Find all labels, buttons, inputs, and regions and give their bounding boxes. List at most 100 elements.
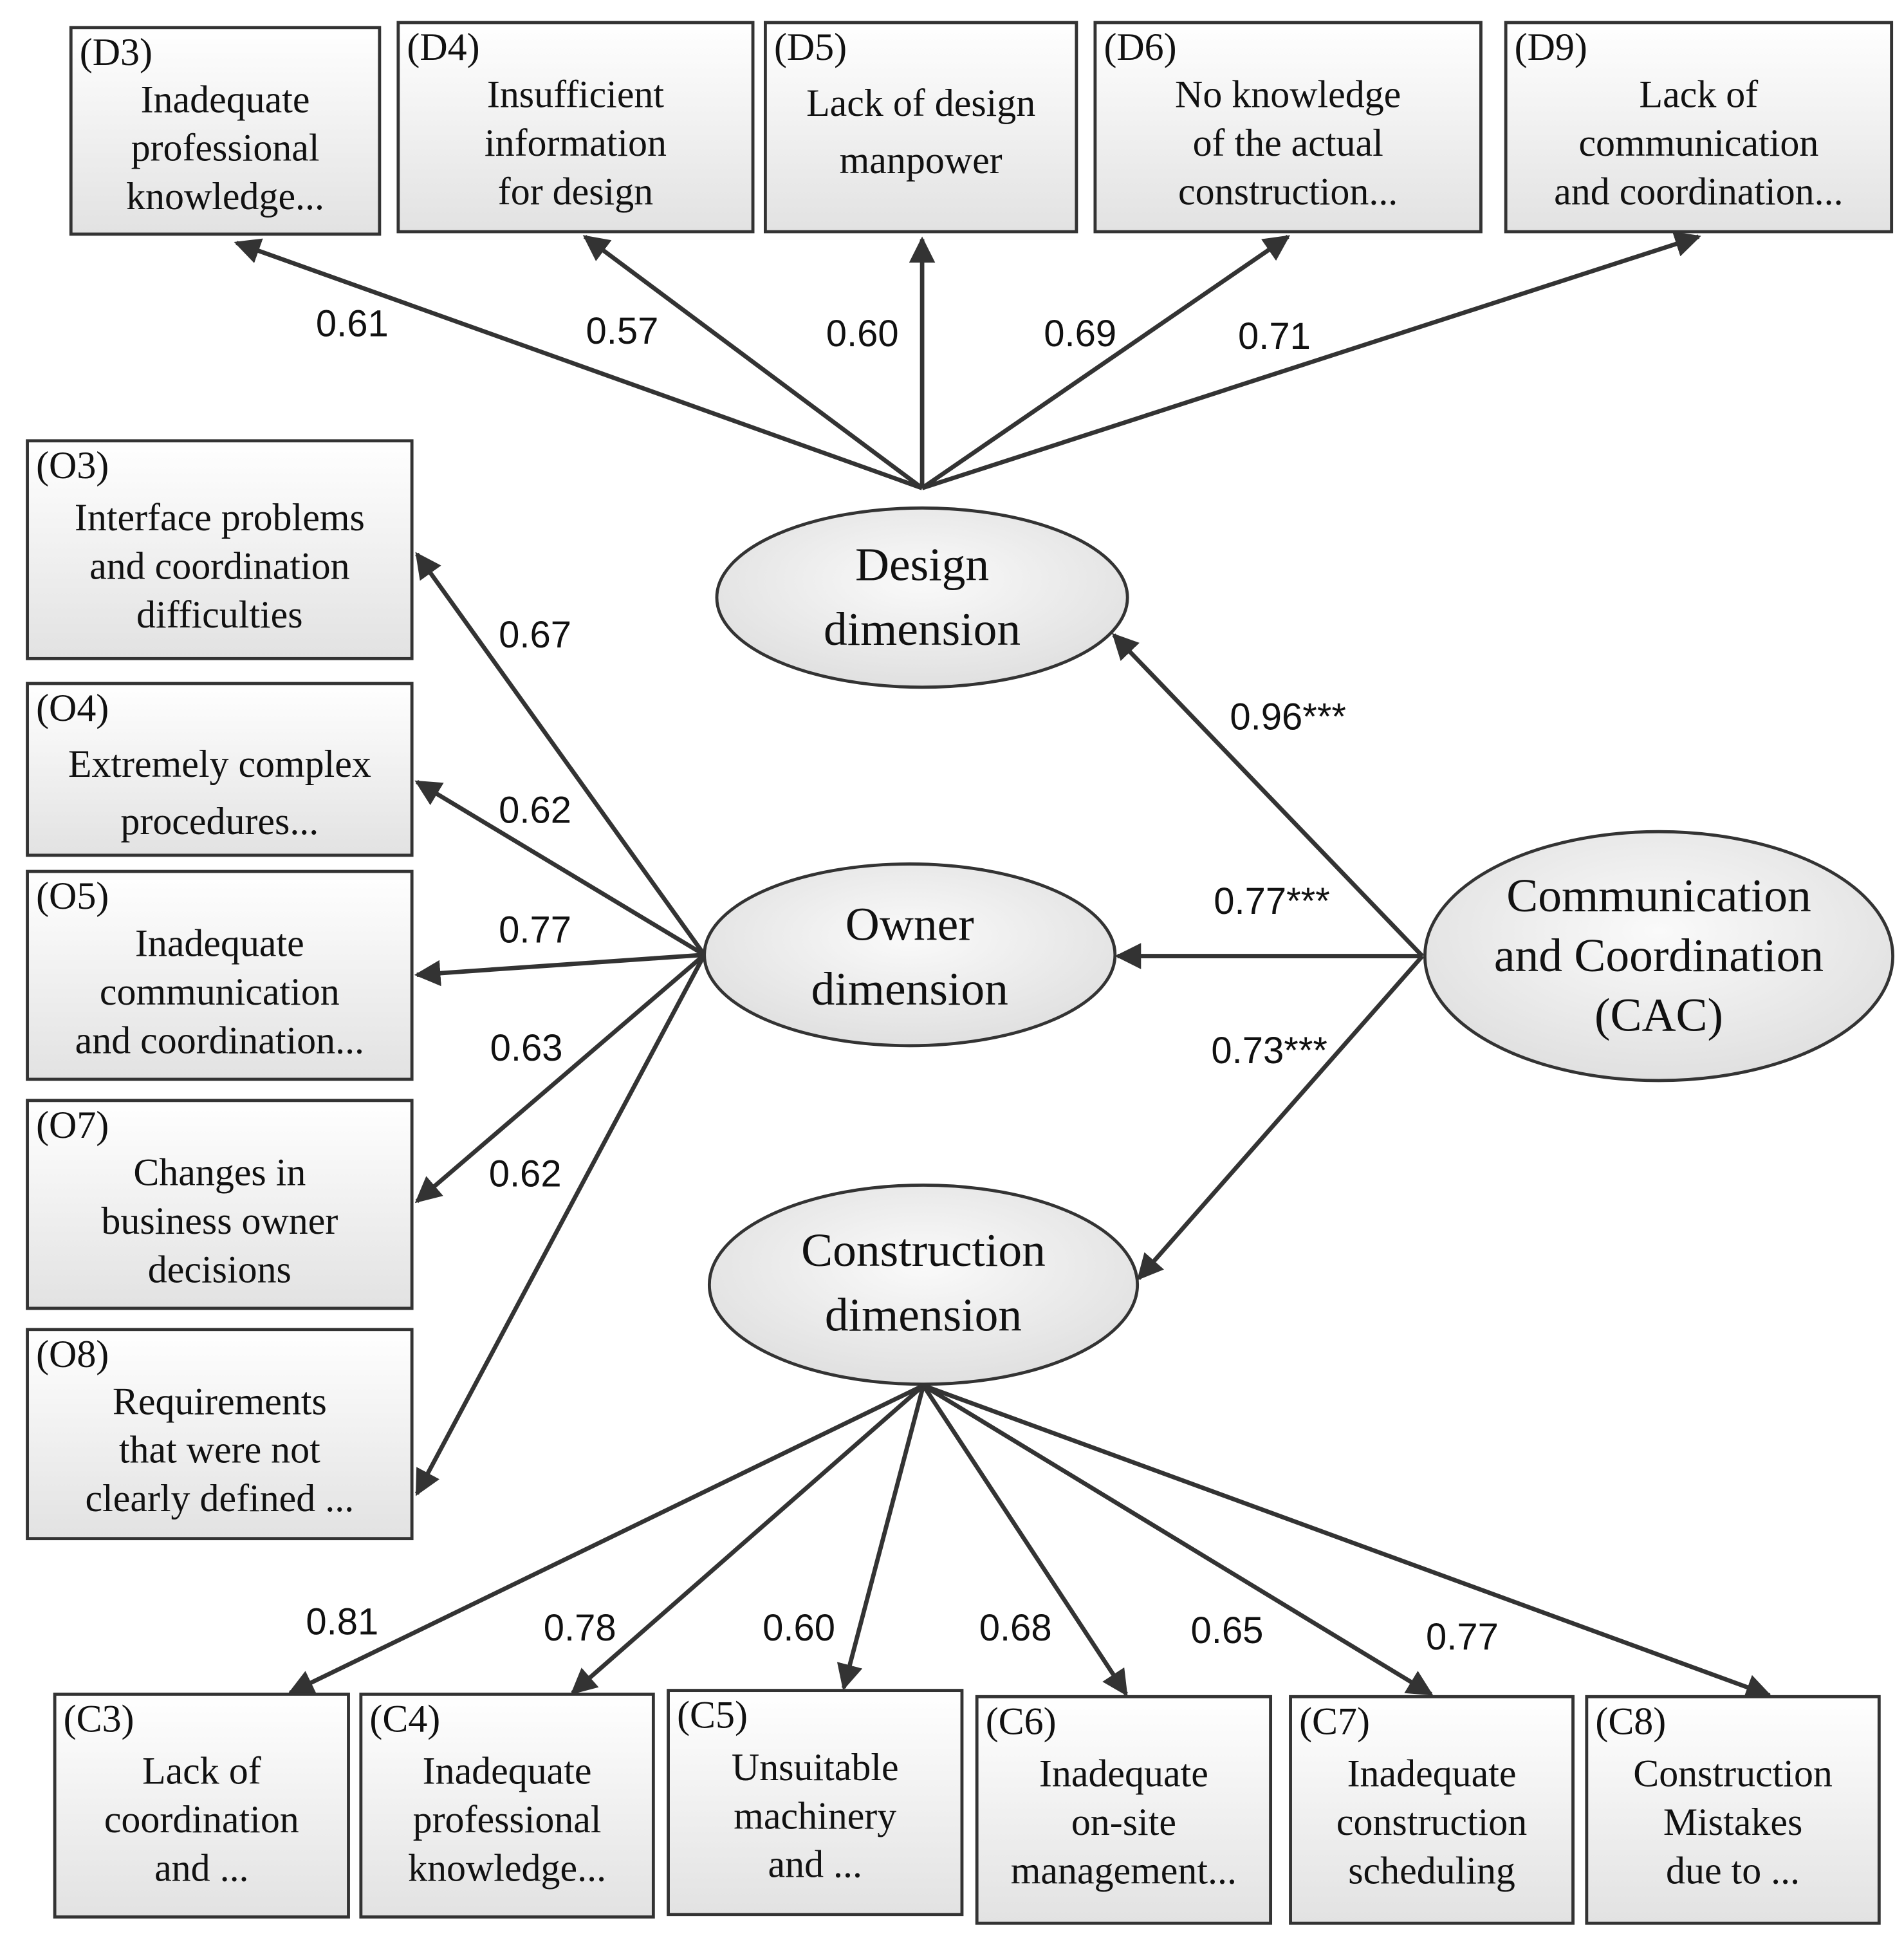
indicator-text: Inadequate [1039,1752,1208,1795]
indicator-box [1585,1695,1881,1925]
indicator-text: Lack of design [806,82,1035,124]
indicator-o: (O4)Extremely complexprocedures... [26,682,414,857]
indicator-id: (C5) [677,1694,748,1736]
indicator-text: and coordination [89,545,349,588]
latent-label: dimension [825,1289,1022,1341]
loading-arrow [414,954,707,1496]
loading-label: 0.69 [1044,313,1116,355]
indicator-text: information [485,122,667,164]
indicator-c: (C5)Unsuitablemachineryand ... [667,1689,964,1917]
latent-ellipse [1423,830,1895,1083]
indicator-text: and coordination... [1554,170,1843,212]
indicator-o: (O8)Requirements that were not clearly def… [26,1328,414,1541]
loading-label: 0.71 [1238,315,1311,357]
loading-label: 0.60 [763,1607,835,1649]
indicator-text: machinery [734,1794,896,1837]
loading-arrow [922,1383,1434,1696]
indicator-text: knowledge... [126,175,324,218]
indicator-text: Construction [1633,1752,1833,1795]
indicator-box [763,21,1078,234]
indicator-id: (O3) [36,444,109,487]
loading-label: 0.78 [544,1607,616,1649]
indicator-box [1289,1695,1575,1925]
indicator-id: (D6) [1104,26,1176,68]
loading-label: 0.60 [826,313,899,355]
latent-label: Communication [1506,869,1811,922]
indicator-box [53,1692,350,1919]
indicator-text: construction [1336,1801,1527,1843]
path-coefficient: 0.96*** [1230,696,1346,738]
indicator-text: Changes in [133,1151,306,1193]
indicator-text: clearly defined ... [85,1477,354,1520]
loading-arrow [570,1384,925,1695]
indicator-text: communication [100,971,340,1013]
loading-label: 0.63 [490,1027,563,1069]
loading-arrow [234,238,923,490]
indicator-o: (O7) Changes in business owner decisions [26,1099,414,1310]
indicator-box [975,1695,1273,1925]
indicator-text: No knowledge [1175,73,1401,116]
indicator-text: Requirements [113,1380,327,1422]
indicator-text: management... [1011,1849,1237,1892]
indicator-text: Insufficient [487,73,665,116]
loading-label: 0.81 [306,1601,378,1643]
latent-label: and Coordination [1494,929,1824,981]
indicator-box [69,26,382,236]
indicator-box [26,1099,414,1310]
indicator-text: Lack of [142,1750,261,1792]
latent-label: (CAC) [1594,989,1723,1041]
loading-arrow [921,234,1291,490]
indicator-text: that were not [119,1429,320,1471]
latent-ellipse [707,1183,1140,1386]
indicator-text: Inadequate [141,78,310,120]
loading-arrow [921,1384,1129,1696]
indicator-text: business owner [101,1200,338,1242]
latent-label: Design [855,538,989,590]
indicator-id: (O4) [36,687,109,729]
indicator-c: (C3)Lack ofcoordinationand ... [53,1692,350,1919]
cac-ellipse: Communication and Coordination (CAC) [1423,830,1895,1083]
indicator-id: (O8) [36,1333,109,1375]
indicator-c: (C6) Inadequate on-site management... [975,1695,1273,1925]
indicator-c: (C7) Inadequate construction scheduling [1289,1695,1575,1925]
loading-label: 0.61 [316,302,389,344]
latent-ellipse [703,862,1117,1048]
indicator-text: and ... [154,1847,248,1890]
indicator-text: for design [498,170,653,212]
indicator-box [1093,21,1483,234]
indicator-text: decisions [148,1248,291,1290]
path-coefficient: 0.77*** [1214,880,1330,922]
indicator-box [396,21,755,234]
indicator-box [26,682,414,857]
indicator-text: professional [413,1798,602,1841]
indicator-text: scheduling [1348,1849,1515,1892]
indicator-box [359,1692,655,1919]
indicator-d: (D6) No knowledge of the actual constructio… [1093,21,1483,234]
indicator-box [26,439,414,660]
indicator-text: of the actual [1193,122,1383,164]
indicator-id: (D3) [80,31,153,73]
indicator-text: and coordination... [75,1019,364,1061]
loading-label: 0.62 [489,1153,562,1194]
indicator-id: (O7) [36,1104,109,1146]
indicator-text: construction... [1178,170,1398,212]
indicator-id: (D9) [1515,26,1587,68]
indicator-text: coordination [104,1798,299,1841]
indicator-id: (O5) [36,875,109,917]
indicator-box [26,1328,414,1541]
indicator-text: on-site [1071,1801,1176,1843]
indicator-text: Inadequate [1347,1752,1517,1795]
loading-arrow [836,1384,926,1691]
indicator-id: (C7) [1299,1700,1370,1742]
indicator-id: (C6) [986,1700,1057,1742]
indicator-text: Extremely complex [68,743,371,785]
indicator-d: (D3)Inadequateprofessionalknowledge... [69,26,382,236]
indicator-text: and ... [768,1843,862,1886]
